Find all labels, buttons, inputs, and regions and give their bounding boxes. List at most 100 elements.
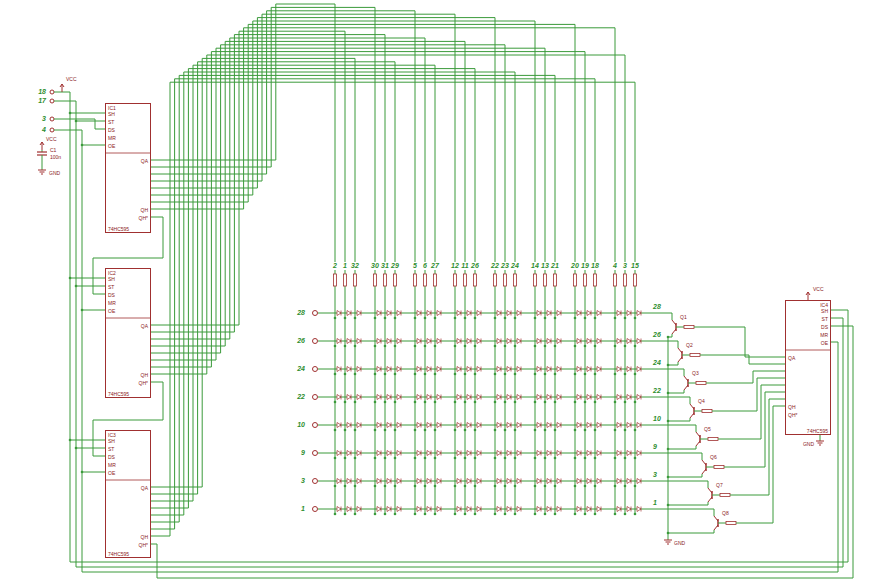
transistor-symbol: [672, 329, 676, 334]
column-drive-wire: [151, 82, 635, 536]
led-symbol: [617, 339, 621, 344]
led-symbol: [581, 339, 582, 344]
led-symbol: [437, 395, 441, 400]
resistor-symbol: [584, 274, 587, 286]
row-pin-number: 22: [652, 387, 662, 395]
pin-number: 26: [470, 262, 480, 270]
junction-dot: [384, 457, 387, 460]
junction-dot: [534, 429, 537, 432]
pin-number: 27: [430, 262, 440, 270]
junction-dot: [454, 373, 457, 376]
led-symbol: [481, 339, 482, 344]
led-symbol: [471, 507, 472, 512]
led-symbol: [631, 367, 632, 372]
led-symbol: [461, 479, 462, 484]
junction-dot: [414, 457, 417, 460]
transistor-symbol: [708, 497, 712, 502]
junction-dot: [384, 317, 387, 320]
junction-dot: [464, 373, 467, 376]
junction-dot: [334, 457, 337, 460]
led-symbol: [357, 451, 361, 456]
column-line: [585, 286, 586, 514]
led-symbol: [551, 507, 552, 512]
led-symbol: [437, 451, 441, 456]
led-symbol: [427, 339, 431, 344]
led-symbol: [537, 311, 541, 316]
junction-dot: [594, 373, 597, 376]
led-symbol: [497, 451, 501, 456]
led-symbol: [617, 451, 621, 456]
junction-dot: [344, 457, 347, 460]
junction-dot: [75, 120, 78, 123]
connector-pad: [313, 395, 318, 400]
led-symbol: [341, 423, 342, 428]
led-symbol: [601, 311, 602, 316]
resistor-symbol: [708, 438, 718, 441]
led-symbol: [557, 311, 561, 316]
led-symbol: [501, 507, 502, 512]
led-symbol: [361, 507, 362, 512]
junction-dot: [384, 401, 387, 404]
junction-dot: [624, 429, 627, 432]
column-line: [535, 286, 536, 514]
column-line: [575, 286, 576, 514]
led-symbol: [461, 395, 462, 400]
transistor-symbol: [708, 488, 712, 493]
chip-text: OE: [108, 143, 115, 149]
led-symbol: [617, 367, 621, 372]
led-symbol: [381, 339, 382, 344]
junction-dot: [334, 485, 337, 488]
capacitor-symbol: [37, 151, 47, 152]
junction-dot: [624, 345, 627, 348]
chip-text: 74HC595: [108, 391, 129, 397]
chip-text: QH*: [139, 215, 148, 221]
column-drive-wire: [151, 38, 425, 339]
junction-dot: [344, 513, 347, 516]
transistor-name: Q5: [703, 426, 712, 432]
junction-dot: [464, 429, 467, 432]
led-symbol: [637, 395, 641, 400]
control-branch: [76, 286, 105, 287]
led-symbol: [457, 311, 461, 316]
led-symbol: [347, 367, 351, 372]
junction-dot: [81, 309, 84, 312]
led-symbol: [471, 339, 472, 344]
led-symbol: [591, 479, 592, 484]
led-symbol: [601, 367, 602, 372]
pin-number: 29: [390, 262, 400, 270]
led-symbol: [431, 423, 432, 428]
led-symbol: [477, 451, 481, 456]
led-symbol: [471, 395, 472, 400]
chip-text: QA: [141, 485, 148, 491]
column-line: [615, 286, 616, 514]
led-symbol: [361, 451, 362, 456]
led-symbol: [417, 395, 421, 400]
led-symbol: [517, 311, 521, 316]
led-symbol: [561, 311, 562, 316]
junction-dot: [434, 429, 437, 432]
junction-dot: [354, 345, 357, 348]
junction-dot: [474, 513, 477, 516]
led-symbol: [501, 451, 502, 456]
junction-dot: [614, 373, 617, 376]
junction-dot: [634, 373, 637, 376]
chip-text: DS: [108, 292, 115, 298]
emitter-wire: [668, 418, 690, 421]
junction-dot: [374, 429, 377, 432]
ground-symbol: [666, 542, 671, 543]
chip-text: QA: [788, 355, 795, 361]
junction-dot: [594, 317, 597, 320]
junction-dot: [354, 485, 357, 488]
led-symbol: [507, 451, 511, 456]
column-drive-wire: [151, 65, 435, 501]
junction-dot: [574, 429, 577, 432]
led-symbol: [587, 367, 591, 372]
input-pin-number: 18: [37, 88, 47, 96]
led-symbol: [421, 395, 422, 400]
resistor-symbol: [434, 274, 437, 286]
led-symbol: [337, 507, 341, 512]
input-pin-number: 17: [37, 97, 47, 105]
resistor-symbol: [514, 274, 517, 286]
row-pin-number: 10: [652, 415, 662, 423]
led-symbol: [431, 479, 432, 484]
